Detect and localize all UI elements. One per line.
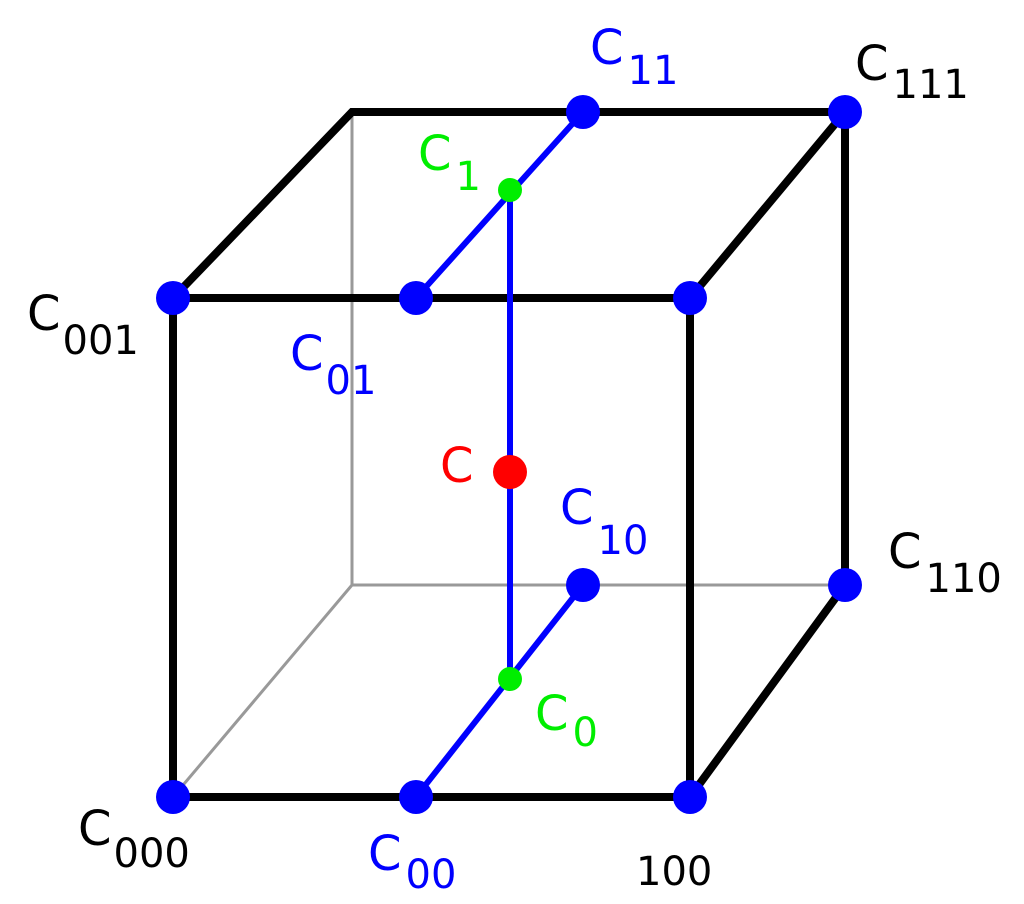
point-c101 (673, 281, 707, 315)
point-c110 (828, 568, 862, 602)
label-c10: C10 (560, 480, 648, 564)
label-c01: C01 (290, 326, 376, 404)
point-c111 (828, 95, 862, 129)
hidden-edge (171, 584, 354, 798)
point-c01 (399, 281, 433, 315)
point-c000 (156, 780, 190, 814)
label-c: C (440, 438, 474, 494)
line-c00-c10 (413, 583, 586, 799)
label-c001: C001 (27, 286, 139, 364)
point-c00 (399, 780, 433, 814)
interp-lines (413, 109, 586, 799)
point-c (493, 455, 527, 489)
point-c10 (566, 568, 600, 602)
corner-points (156, 95, 862, 814)
point-c100 (673, 780, 707, 814)
point-c0 (498, 667, 522, 691)
point-c1 (498, 178, 522, 202)
edge (686, 108, 849, 302)
point-c001 (156, 281, 190, 315)
line-c01-c11 (413, 109, 586, 301)
label-100: 100 (636, 849, 712, 895)
label-c000: C000 (78, 801, 190, 877)
point-c11 (566, 95, 600, 129)
